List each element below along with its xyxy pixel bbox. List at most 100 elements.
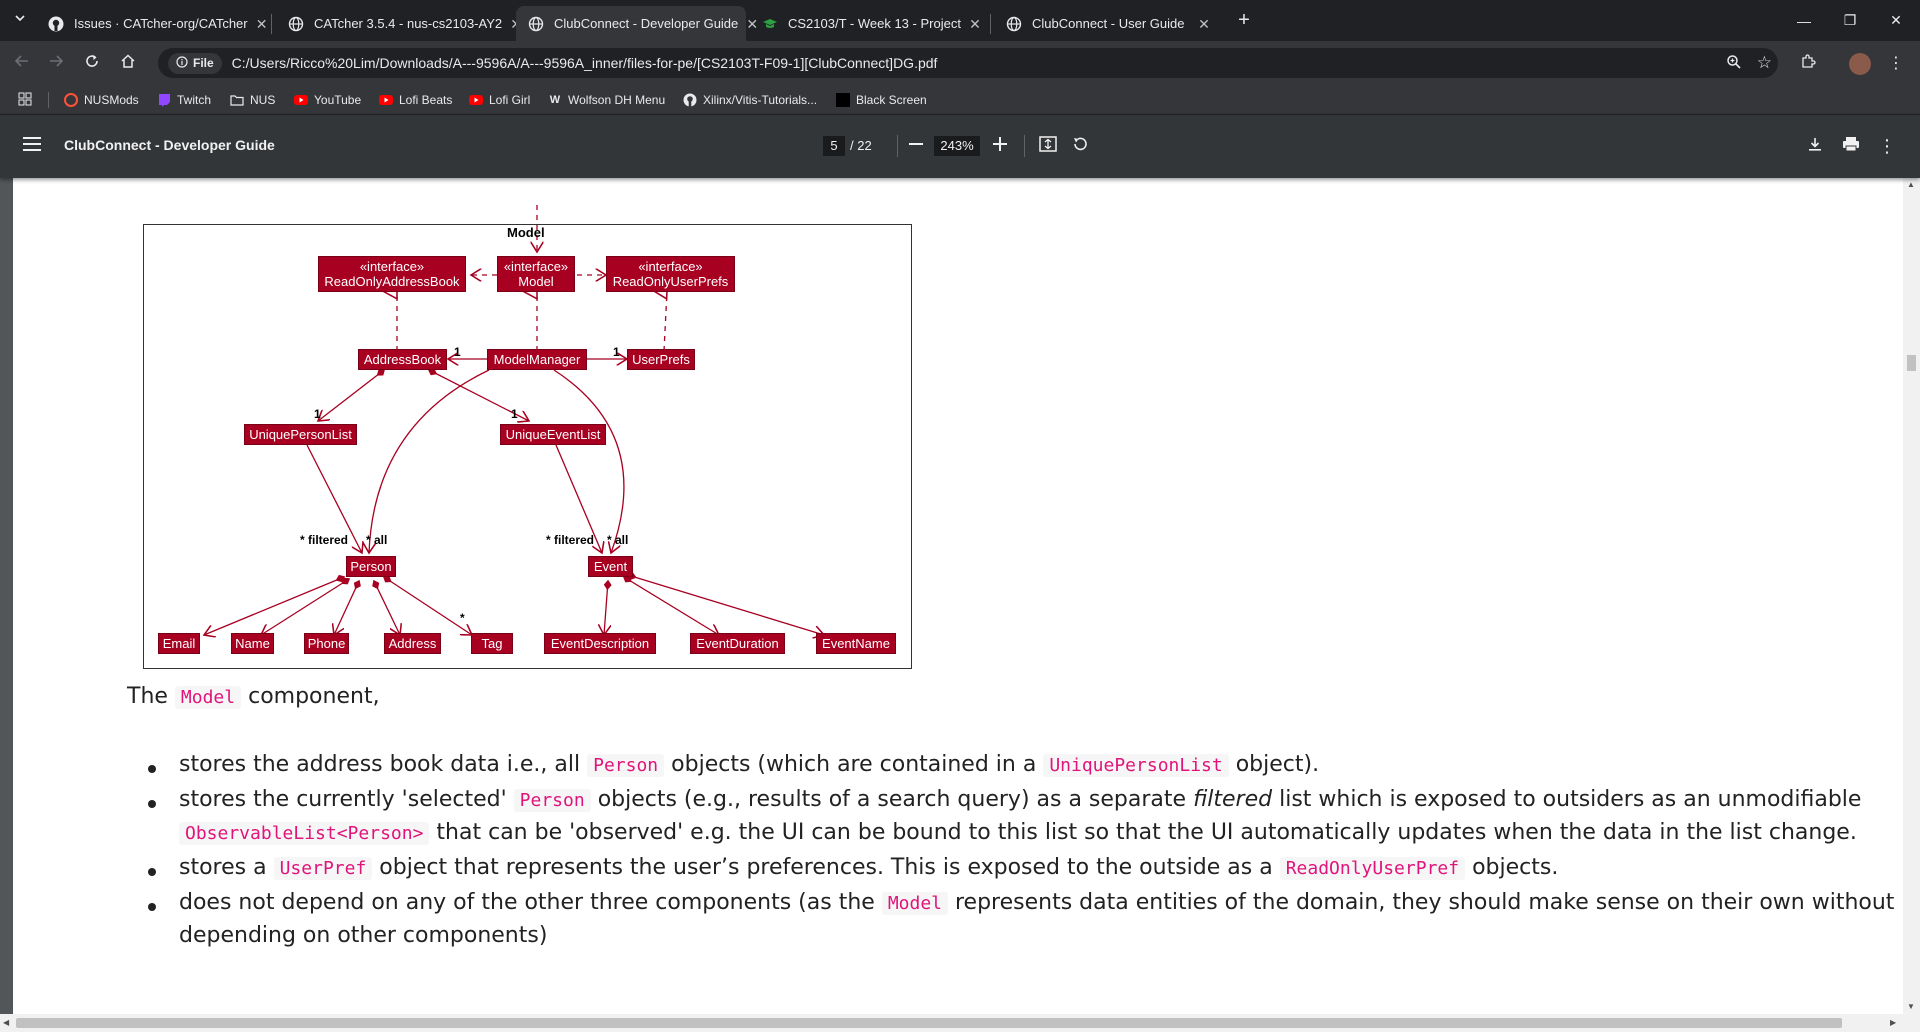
- zoom-icon[interactable]: [1726, 54, 1742, 73]
- pdf-menu-button[interactable]: [19, 133, 45, 159]
- horizontal-scrollbar[interactable]: ◀ ▶: [0, 1014, 1920, 1032]
- bookmark-twitch[interactable]: Twitch: [157, 90, 211, 110]
- page-number-input[interactable]: 5: [823, 136, 845, 156]
- uml-user-prefs: UserPrefs: [627, 349, 695, 370]
- new-tab-button[interactable]: +: [1230, 6, 1258, 34]
- close-icon[interactable]: ✕: [969, 15, 981, 32]
- extensions-button[interactable]: [1794, 49, 1822, 77]
- file-badge: File: [193, 56, 214, 70]
- text-span: depending on other components): [179, 923, 548, 948]
- vertical-scrollbar[interactable]: ▲ ▼: [1903, 178, 1920, 1014]
- forward-button[interactable]: [42, 49, 70, 77]
- close-icon[interactable]: ✕: [1198, 15, 1210, 32]
- diagram-connectors: [144, 205, 913, 670]
- pdf-more-button[interactable]: ⋮: [1874, 133, 1900, 159]
- url-text[interactable]: C:/Users/Ricco%20Lim/Downloads/A---9596A…: [231, 55, 938, 71]
- bookmark-youtube[interactable]: YouTube: [294, 90, 361, 110]
- reload-icon: [84, 53, 100, 74]
- bookmark-label: Twitch: [177, 93, 212, 107]
- uml-readonly-user-prefs: «interface» ReadOnlyUserPrefs: [606, 256, 735, 292]
- bookmark-xilinx[interactable]: Xilinx/Vitis-Tutorials...: [683, 90, 817, 110]
- more-vertical-icon: ⋮: [1878, 135, 1896, 156]
- horizontal-scroll-thumb[interactable]: [16, 1018, 1842, 1028]
- scroll-up-arrow-icon[interactable]: ▲: [1907, 180, 1915, 189]
- emphasis-text: filtered: [1193, 787, 1273, 812]
- multiplicity-label: * all: [607, 533, 629, 547]
- profile-avatar[interactable]: [1849, 53, 1871, 75]
- address-bar[interactable]: File C:/Users/Ricco%20Lim/Downloads/A---…: [158, 48, 1778, 78]
- youtube-icon: [469, 93, 483, 107]
- tab-issues[interactable]: Issues · CATcher-org/CATcher ✕: [36, 6, 267, 41]
- download-button[interactable]: [1802, 133, 1828, 159]
- minimize-button[interactable]: —: [1781, 0, 1827, 41]
- browser-menu-button[interactable]: ⋮: [1882, 49, 1910, 77]
- scroll-right-arrow-icon[interactable]: ▶: [1890, 1018, 1897, 1027]
- home-button[interactable]: [114, 49, 142, 77]
- puzzle-icon: [1800, 53, 1816, 74]
- text-span: The: [127, 684, 168, 709]
- bookmark-label: Lofi Beats: [399, 93, 453, 107]
- bullet-item-3: stores a UserPref object that represents…: [179, 855, 1558, 880]
- tab-user-guide[interactable]: ClubConnect - User Guide ✕: [994, 6, 1224, 41]
- black-square-icon: [836, 93, 850, 107]
- github-icon: [48, 16, 64, 32]
- restore-button[interactable]: ❐: [1827, 0, 1873, 41]
- text-span: stores a: [179, 855, 267, 880]
- text-span: component,: [248, 684, 380, 709]
- bookmark-label: YouTube: [314, 93, 362, 107]
- close-icon[interactable]: ✕: [255, 15, 268, 32]
- star-icon[interactable]: ☆: [1756, 53, 1772, 72]
- bullet-dot: [148, 800, 156, 808]
- scroll-left-arrow-icon[interactable]: ◀: [3, 1018, 10, 1027]
- uml-unique-event-list: UniqueEventList: [500, 424, 606, 445]
- zoom-in-button[interactable]: [987, 133, 1013, 159]
- bookmark-label: Wolfson DH Menu: [568, 93, 666, 107]
- bookmark-black-screen[interactable]: Black Screen: [836, 90, 927, 110]
- site-info-chip[interactable]: File: [168, 52, 222, 74]
- back-button[interactable]: [8, 49, 36, 77]
- bullet-item-4-line-1: does not depend on any of the other thre…: [179, 890, 1894, 915]
- print-button[interactable]: [1838, 133, 1864, 159]
- tab-title: ClubConnect - User Guide: [1032, 16, 1185, 31]
- vertical-scroll-thumb[interactable]: [1907, 355, 1916, 371]
- tab-catcher[interactable]: CATcher 3.5.4 - nus-cs2103-AY2 ✕: [276, 6, 522, 41]
- hamburger-icon: [23, 136, 41, 156]
- uml-tag: Tag: [471, 633, 513, 654]
- close-window-button[interactable]: ✕: [1873, 0, 1919, 41]
- bookmark-lofi-beats[interactable]: Lofi Beats: [379, 90, 452, 110]
- multiplicity-label: * filtered: [546, 533, 595, 547]
- bullet-dot: [148, 765, 156, 773]
- youtube-icon: [379, 93, 393, 107]
- bookmark-nusmods[interactable]: NUSMods: [64, 90, 139, 110]
- bullet-dot: [148, 903, 156, 911]
- globe-icon: [288, 16, 304, 32]
- zoom-input[interactable]: 243%: [934, 136, 980, 156]
- stereotype: «interface»: [638, 259, 703, 274]
- tab-search-button[interactable]: [6, 6, 34, 34]
- restore-icon: ❐: [1843, 12, 1857, 28]
- back-arrow-icon: [14, 53, 30, 74]
- bookmark-lofi-girl[interactable]: Lofi Girl: [469, 90, 530, 110]
- pdf-viewer[interactable]: Model «interface» ReadOnlyAddressBook «i…: [0, 178, 1920, 1032]
- youtube-icon: [294, 93, 308, 107]
- fit-to-page-icon: [1039, 135, 1057, 157]
- uml-email: Email: [158, 633, 200, 654]
- tab-title: CS2103/T - Week 13 - Project: [788, 16, 961, 31]
- tab-week13[interactable]: CS2103/T - Week 13 - Project ✕: [750, 6, 981, 41]
- uml-unique-person-list: UniquePersonList: [244, 424, 357, 445]
- apps-button[interactable]: [18, 90, 32, 110]
- multiplicity-label: 1: [511, 407, 518, 421]
- tab-developer-guide[interactable]: ClubConnect - Developer Guide ✕: [516, 6, 758, 41]
- close-icon[interactable]: ✕: [746, 15, 759, 32]
- zoom-out-button[interactable]: [903, 133, 929, 159]
- multiplicity-label: * filtered: [300, 533, 349, 547]
- bookmark-nus[interactable]: NUS: [230, 90, 275, 110]
- rotate-button[interactable]: [1067, 133, 1093, 159]
- pdf-page: Model «interface» ReadOnlyAddressBook «i…: [13, 178, 1903, 1014]
- multiplicity-label: * all: [366, 533, 388, 547]
- scroll-down-arrow-icon[interactable]: ▼: [1907, 1002, 1915, 1011]
- fit-page-button[interactable]: [1035, 133, 1061, 159]
- bookmark-wolfson[interactable]: W Wolfson DH Menu: [548, 90, 665, 110]
- minus-icon: [909, 137, 923, 156]
- reload-button[interactable]: [78, 49, 106, 77]
